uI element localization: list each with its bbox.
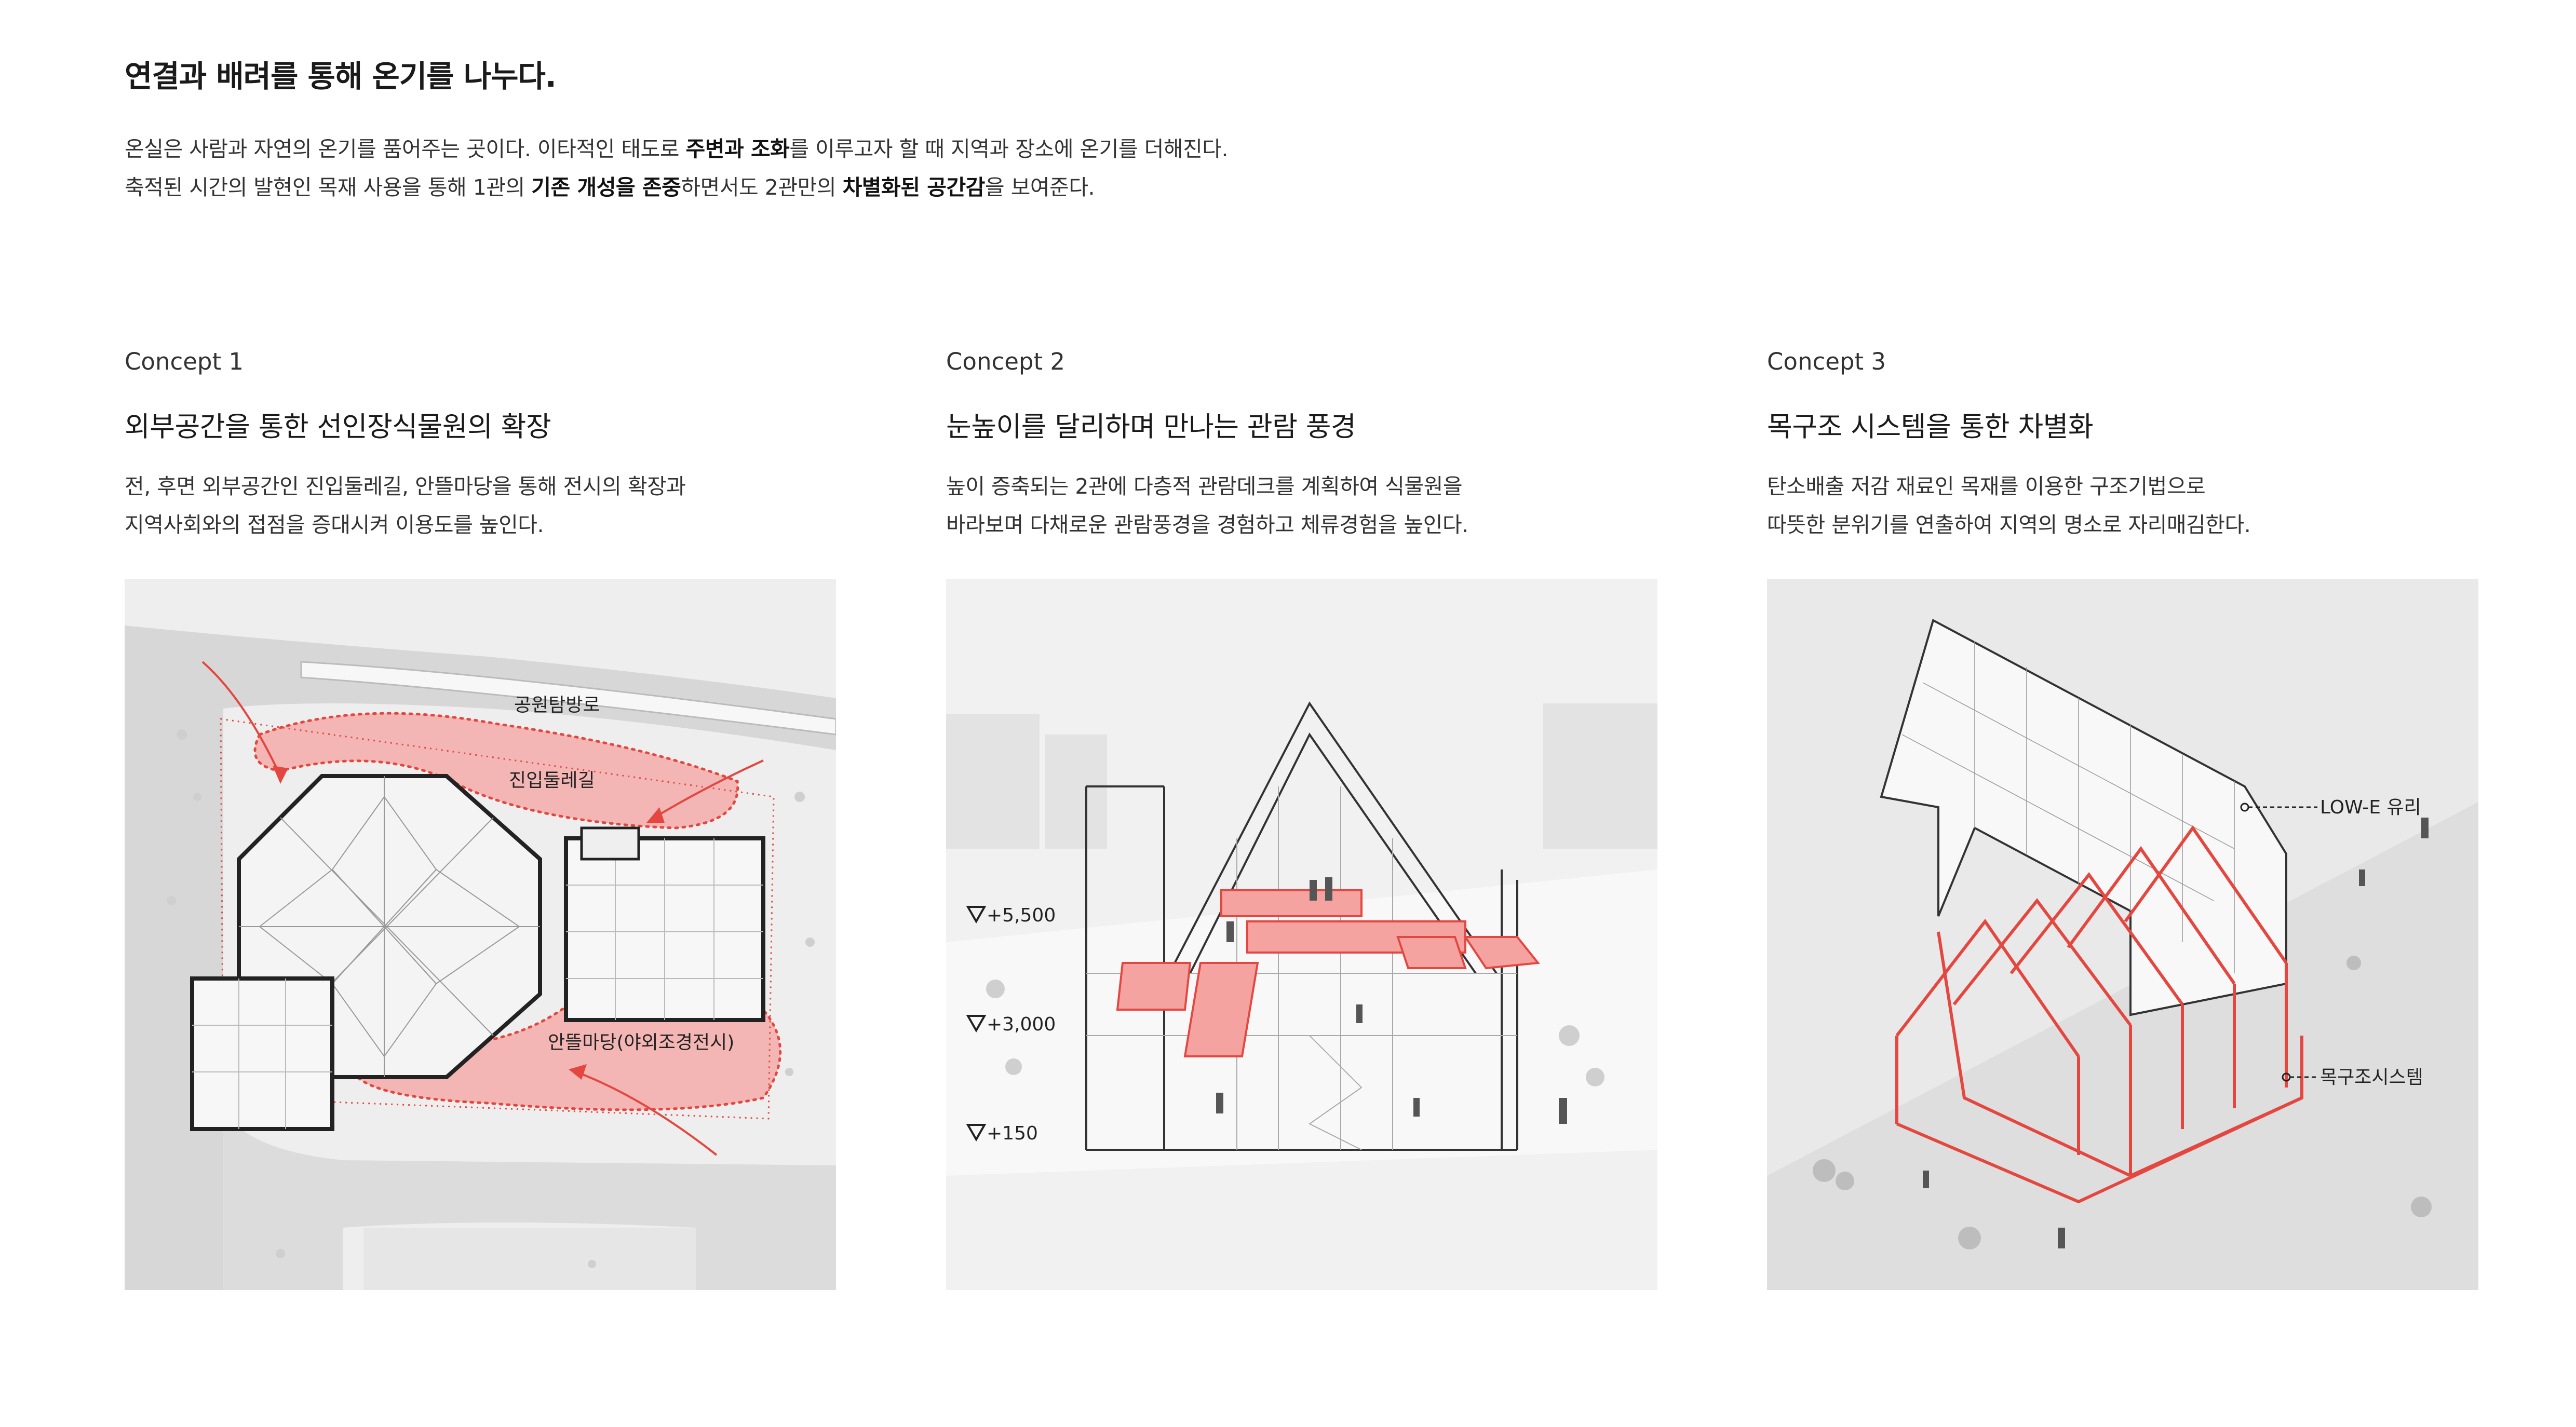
courtyard-label: 안뜰마당(야외조경전시) <box>548 1032 734 1053</box>
level-5500: +5,500 <box>987 905 1056 926</box>
axonometric-svg: LOW-E 유리 목구조시스템 <box>1767 579 2478 1290</box>
level-150: +150 <box>987 1123 1038 1144</box>
park-road-label: 공원탐방로 <box>514 695 600 716</box>
timber-label: 목구조시스템 <box>2320 1067 2423 1088</box>
concept-title: 외부공간을 통한 선인장식물원의 확장 <box>125 411 551 443</box>
entry-path-zone <box>253 712 739 830</box>
concept-title: 목구조 시스템을 통한 차별화 <box>1767 411 2094 443</box>
glass-callout: LOW-E 유리 <box>2240 797 2421 818</box>
intro-line-1: 온실은 사람과 자연의 온기를 품어주는 곳이다. 이타적인 태도로 주변과 조… <box>125 137 1229 161</box>
concept-2-column: Concept 2 눈높이를 달리하며 만나는 관람 풍경 높이 증축되는 2관… <box>946 348 1657 1290</box>
building-1-octagon <box>190 774 542 1131</box>
exploded-axonometric-diagram: LOW-E 유리 목구조시스템 <box>1767 579 2478 1290</box>
concept-description: 높이 증축되는 2관에 다층적 관람데크를 계획하여 식물원을 바라보며 다채로… <box>946 474 1468 537</box>
glass-label: LOW-E 유리 <box>2320 797 2421 818</box>
lower-road <box>223 1108 836 1290</box>
level-markers: +5,500 +3,000 +150 <box>966 905 1056 1144</box>
viewing-decks <box>1116 889 1540 1057</box>
intro-text: 온실은 사람과 자연의 온기를 품어주는 곳이다. 이타적인 태도로 주변과 조… <box>125 130 1229 207</box>
concept-title: 눈높이를 달리하며 만나는 관람 풍경 <box>946 411 1356 443</box>
concept-label: Concept 1 <box>125 348 244 375</box>
concept-label: Concept 3 <box>1767 348 1886 375</box>
intro-emphasis: 차별화된 공간감 <box>842 175 986 200</box>
timber-callout: 목구조시스템 <box>2282 1067 2423 1088</box>
park-road <box>300 661 836 736</box>
section-perspective-diagram: +5,500 +3,000 +150 <box>946 579 1657 1290</box>
section-svg: +5,500 +3,000 +150 <box>946 579 1657 1290</box>
road-area <box>125 626 836 1290</box>
intro-emphasis: 기존 개성을 존중 <box>531 175 681 200</box>
timber-structure <box>1895 825 2303 1204</box>
intro-line-2: 축적된 시간의 발현인 목재 사용을 통해 1관의 기존 개성을 존중하면서도 … <box>125 175 1095 200</box>
level-3000: +3,000 <box>987 1014 1056 1035</box>
flow-arrows <box>201 661 764 1156</box>
building-2-block <box>564 826 765 1022</box>
entry-path-label: 진입둘레길 <box>509 770 595 791</box>
concept-description: 탄소배출 저감 재료인 목재를 이용한 구조기법으로 따뜻한 분위기를 연출하여… <box>1767 474 2251 537</box>
concept-description: 전, 후면 외부공간인 진입둘레길, 안뜰마당을 통해 전시의 확장과 지역사회… <box>125 474 686 537</box>
page-headline: 연결과 배려를 통해 온기를 나누다. <box>125 59 557 94</box>
site-plan-diagram: 공원탐방로 진입둘레길 안뜰마당(야외조경전시) <box>125 579 836 1290</box>
concept-1-column: Concept 1 외부공간을 통한 선인장식물원의 확장 전, 후면 외부공간… <box>125 348 836 1290</box>
concept-3-column: Concept 3 목구조 시스템을 통한 차별화 탄소배출 저감 재료인 목재… <box>1767 348 2478 1290</box>
intro-emphasis: 주변과 조화 <box>685 137 790 161</box>
concept-label: Concept 2 <box>946 348 1066 375</box>
glass-envelope <box>1880 619 2287 1016</box>
site-plan-svg: 공원탐방로 진입둘레길 안뜰마당(야외조경전시) <box>125 579 836 1290</box>
